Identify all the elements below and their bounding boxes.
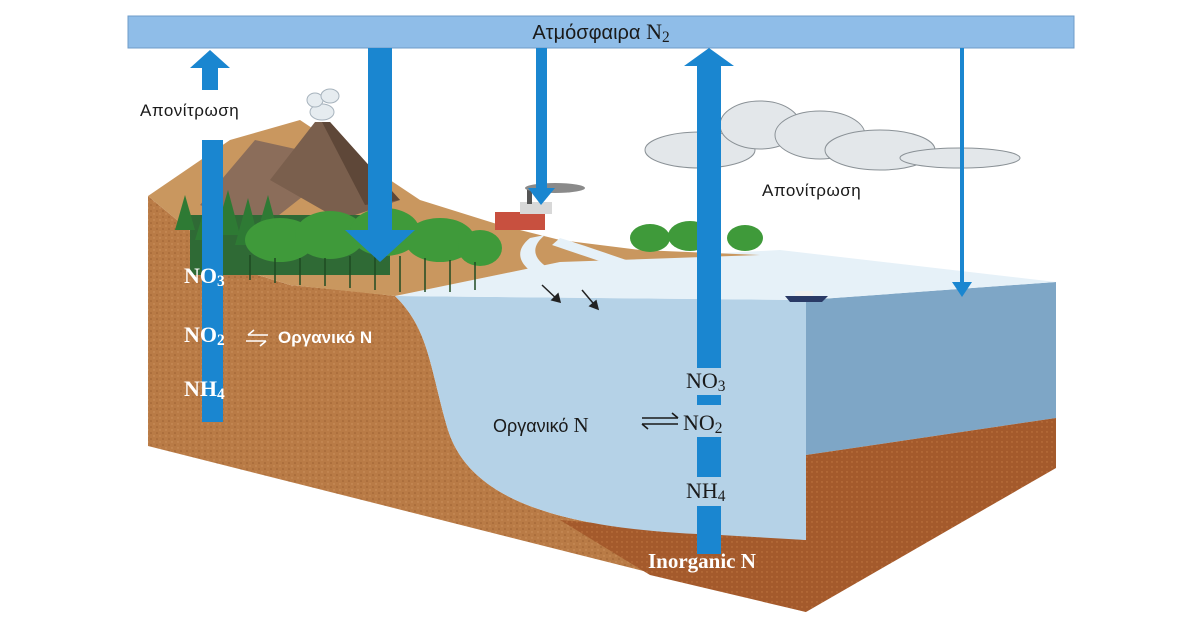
ocean-inorganic-n-label: Inorganic N <box>648 549 756 573</box>
land-denitrification-arrow <box>190 50 230 422</box>
industrial-fixation-arrow <box>528 48 555 205</box>
island-trees <box>630 221 763 252</box>
ocean-fixation-arrow <box>952 48 972 297</box>
atmosphere-band <box>127 15 1075 49</box>
land-nh4-label: NH4 <box>184 376 225 404</box>
land-no3-label: NO3 <box>184 263 225 291</box>
ocean-denitrification-label: Απονίτρωση <box>762 181 862 200</box>
sediment-front <box>560 520 806 612</box>
ocean-denitrification-arrow <box>684 48 734 554</box>
ocean-equilibrium-arrows <box>641 412 679 430</box>
soil-block <box>148 196 806 612</box>
atmosphere-title: Ατμόσφαιρα N2 <box>128 16 1074 48</box>
atmosphere-label: Ατμόσφαιρα <box>532 22 641 44</box>
land-organic-n-label: Οργανικό N <box>278 328 373 347</box>
ocean-no2-label: NO2 <box>683 410 723 438</box>
atmosphere-n2: N2 <box>646 19 670 47</box>
runoff-arrows <box>541 284 600 311</box>
boat <box>785 291 828 302</box>
sediment-side-face <box>806 418 1056 612</box>
land-equilibrium-arrows <box>246 329 268 347</box>
land-denitrification-label: Απονίτρωση <box>140 101 240 120</box>
river-branch <box>552 238 700 287</box>
ocean-organic-n-label: Οργανικό N <box>493 413 589 437</box>
land-fixation-arrow <box>345 48 415 262</box>
water-surface <box>395 250 1056 300</box>
river <box>520 235 600 290</box>
ocean-nh4-label: NH4 <box>686 478 726 506</box>
volcano-smoke <box>306 88 340 121</box>
ocean-no3-label: NO3 <box>686 368 726 396</box>
water-side-face <box>806 282 1056 455</box>
land-no2-label: NO2 <box>184 322 225 350</box>
